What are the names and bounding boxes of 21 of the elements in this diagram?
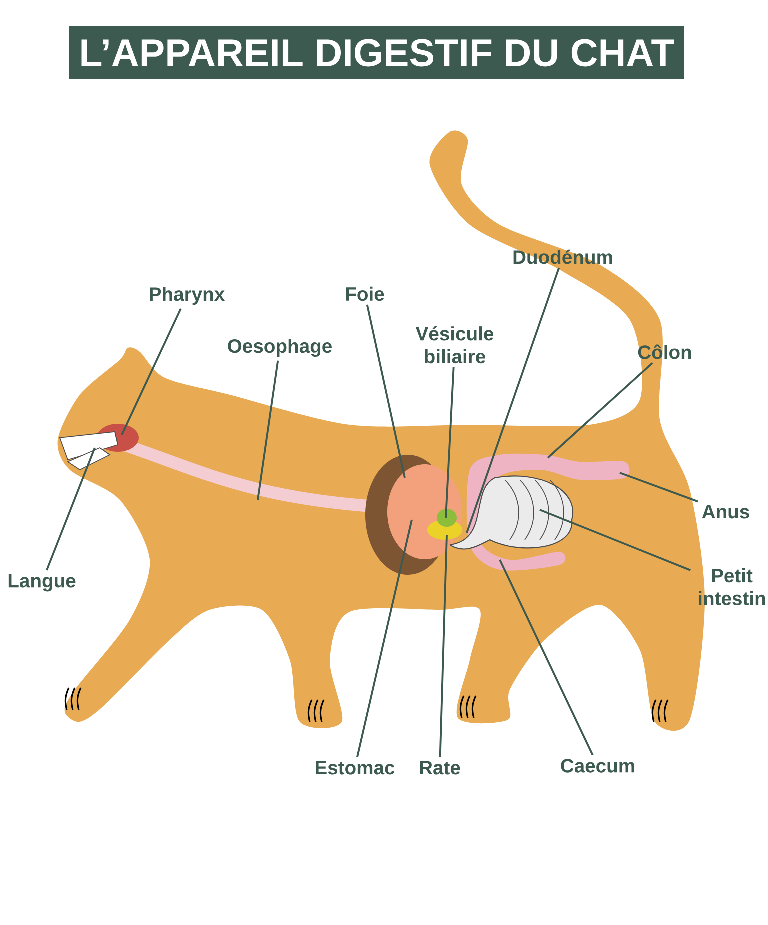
part-label: Langue bbox=[8, 574, 76, 592]
part-label: Duodénum bbox=[514, 250, 612, 264]
part-label: Rate bbox=[420, 761, 460, 775]
leader-line bbox=[121, 308, 182, 436]
part-label: Estomac bbox=[316, 761, 395, 775]
leader-line bbox=[540, 509, 691, 572]
title-banner: L’APPAREIL DIGESTIF DU CHAT bbox=[70, 26, 684, 80]
part-label: Oesophage bbox=[228, 338, 332, 358]
leader-line bbox=[257, 360, 280, 500]
part-label: Anus bbox=[702, 505, 750, 519]
part-label: Vésicule biliaire bbox=[416, 326, 494, 364]
leader-line bbox=[439, 534, 448, 758]
leader-line bbox=[46, 448, 96, 571]
leader-line bbox=[445, 367, 455, 518]
leader-line bbox=[356, 520, 413, 758]
part-label: Pharynx bbox=[150, 287, 225, 305]
leader-line bbox=[466, 268, 560, 534]
part-label: Caecum bbox=[561, 759, 634, 773]
leader-line bbox=[499, 560, 594, 756]
leader-line bbox=[366, 304, 406, 478]
part-label: Foie bbox=[346, 286, 384, 302]
